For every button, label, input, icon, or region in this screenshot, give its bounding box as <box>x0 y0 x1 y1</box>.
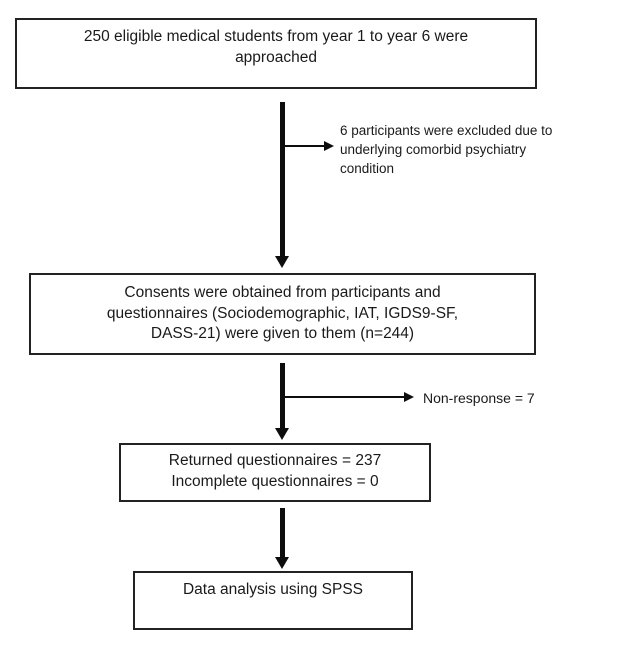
arrow-down-line-3 <box>280 508 285 558</box>
arrow-down-head-3-icon <box>275 557 289 569</box>
flow-box-returned: Returned questionnaires = 237 Incomplete… <box>119 443 431 502</box>
flow-box-approached-line-2: approached <box>235 48 317 66</box>
arrow-down-line-2 <box>280 363 285 429</box>
flow-box-approached: 250 eligible medical students from year … <box>15 18 537 89</box>
arrow-down-head-1-icon <box>275 256 289 268</box>
flow-box-consent-line-1: Consents were obtained from participants… <box>124 284 441 301</box>
note-excluded-line-1: 6 participants were excluded due to <box>340 123 553 138</box>
branch-arrow-head-non-response-icon <box>404 392 414 402</box>
flow-box-approached-line-1: 250 eligible medical students from year … <box>83 28 469 45</box>
branch-arrow-head-excluded-icon <box>324 141 334 151</box>
flow-box-consent-line-3: DASS-21) were given to them (n=244) <box>150 325 415 342</box>
note-non-response-line-1: Non-response = 7 <box>423 390 535 406</box>
note-excluded: 6 participants were excluded due to unde… <box>340 121 552 178</box>
flow-box-returned-line-2: Incomplete questionnaires = 0 <box>171 472 379 490</box>
note-excluded-line-2: underlying comorbid psychiatry <box>340 142 527 157</box>
flow-box-returned-line-1: Returned questionnaires = 237 <box>168 452 382 469</box>
flow-box-consent-line-2: questionnaires (Sociodemographic, IAT, I… <box>106 304 459 322</box>
branch-line-non-response <box>283 396 405 398</box>
branch-line-excluded <box>283 145 325 147</box>
flow-box-consent: Consents were obtained from participants… <box>29 273 536 355</box>
note-excluded-line-3: condition <box>340 161 395 176</box>
flow-box-analysis: Data analysis using SPSS <box>133 571 413 630</box>
arrow-down-head-2-icon <box>275 428 289 440</box>
flow-box-analysis-line-1: Data analysis using SPSS <box>182 581 364 598</box>
note-non-response: Non-response = 7 <box>423 389 535 407</box>
arrow-down-line-1 <box>280 102 285 257</box>
